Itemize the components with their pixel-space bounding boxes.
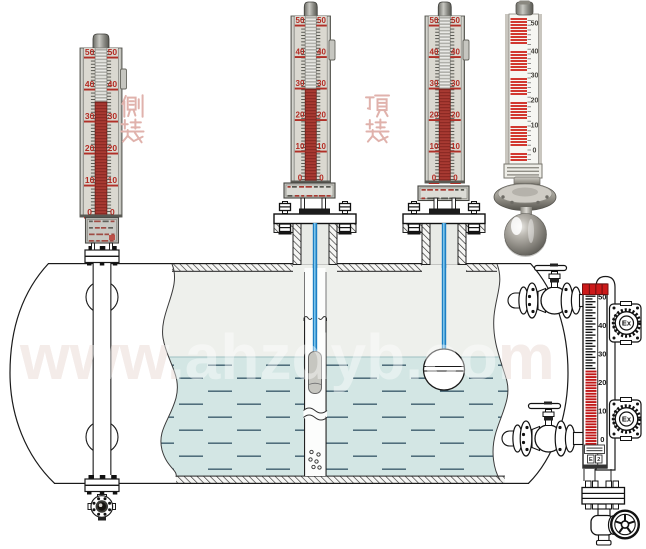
svg-text:20: 20 xyxy=(85,143,95,153)
svg-text:40: 40 xyxy=(108,79,118,89)
svg-text:50: 50 xyxy=(317,16,326,25)
svg-text:0: 0 xyxy=(110,207,115,217)
svg-text:40: 40 xyxy=(598,321,606,330)
svg-text:50: 50 xyxy=(85,47,95,57)
svg-text:0: 0 xyxy=(87,207,92,217)
svg-text:20: 20 xyxy=(430,111,439,120)
svg-text:10: 10 xyxy=(451,142,460,151)
svg-text:0: 0 xyxy=(453,174,458,183)
svg-text:0: 0 xyxy=(533,148,537,155)
svg-text:20: 20 xyxy=(296,111,305,120)
svg-text:20: 20 xyxy=(598,378,606,387)
svg-text:40: 40 xyxy=(451,48,460,57)
svg-text:2: 2 xyxy=(597,457,600,463)
svg-text:50: 50 xyxy=(531,21,539,28)
svg-text:10: 10 xyxy=(108,175,118,185)
svg-text:30: 30 xyxy=(296,79,305,88)
svg-text:0: 0 xyxy=(600,435,604,444)
svg-text:50: 50 xyxy=(451,16,460,25)
svg-text:10: 10 xyxy=(317,142,326,151)
svg-text:30: 30 xyxy=(317,79,326,88)
svg-text:30: 30 xyxy=(85,111,95,121)
svg-text:40: 40 xyxy=(296,48,305,57)
svg-text:10: 10 xyxy=(296,142,305,151)
svg-text:20: 20 xyxy=(317,111,326,120)
svg-text:20: 20 xyxy=(451,111,460,120)
svg-text:10: 10 xyxy=(531,123,539,130)
svg-text:50: 50 xyxy=(598,293,606,302)
svg-text:www.ahzdyb.com: www.ahzdyb.com xyxy=(19,321,555,393)
svg-text:40: 40 xyxy=(430,48,439,57)
svg-text:Ex: Ex xyxy=(622,415,632,424)
svg-text:30: 30 xyxy=(598,350,606,359)
svg-text:40: 40 xyxy=(85,79,95,89)
svg-text:40: 40 xyxy=(317,48,326,57)
svg-text:0: 0 xyxy=(319,174,324,183)
svg-text:30: 30 xyxy=(108,111,118,121)
svg-text:40: 40 xyxy=(531,49,539,56)
svg-text:E: E xyxy=(589,457,593,463)
svg-text:50: 50 xyxy=(108,47,118,57)
svg-text:50: 50 xyxy=(430,16,439,25)
svg-text:30: 30 xyxy=(531,73,539,80)
svg-text:0: 0 xyxy=(298,174,303,183)
svg-text:10: 10 xyxy=(85,175,95,185)
svg-text:20: 20 xyxy=(108,143,118,153)
svg-text:20: 20 xyxy=(531,98,539,105)
svg-text:0: 0 xyxy=(432,174,437,183)
svg-text:Ex: Ex xyxy=(622,319,632,328)
svg-text:50: 50 xyxy=(296,16,305,25)
svg-text:30: 30 xyxy=(430,79,439,88)
svg-text:10: 10 xyxy=(430,142,439,151)
svg-text:10: 10 xyxy=(598,407,606,416)
svg-text:30: 30 xyxy=(451,79,460,88)
